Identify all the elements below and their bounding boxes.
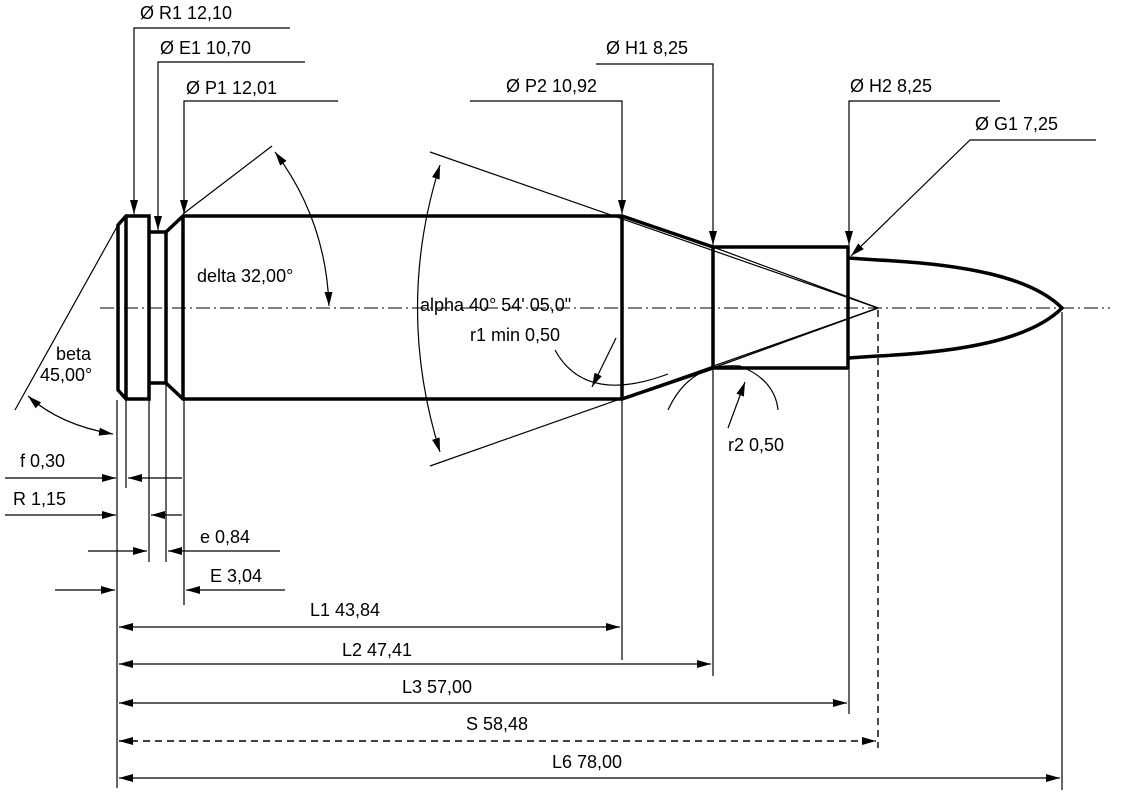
diameter-leaders (130, 27, 1096, 257)
label-l6: L6 78,00 (552, 752, 622, 772)
label-e-cap: E 3,04 (210, 566, 262, 586)
angle-lines (14, 145, 779, 453)
label-beta-value: 45,00° (40, 365, 92, 385)
length-dimensions (119, 623, 1060, 782)
label-alpha: alpha 40° 54' 05,0" (420, 295, 571, 315)
label-beta-name: beta (56, 344, 92, 364)
extractor-groove (149, 230, 168, 385)
case-body (164, 214, 850, 401)
label-g1: Ø G1 7,25 (975, 114, 1058, 134)
cone-lines (429, 151, 879, 467)
label-l3: L3 57,00 (402, 677, 472, 697)
label-f: f 0,30 (20, 451, 65, 471)
cartridge-outline (116, 214, 1065, 401)
label-h1: Ø H1 8,25 (606, 38, 688, 58)
label-s: S 58,48 (466, 714, 528, 734)
label-e: e 0,84 (200, 527, 250, 547)
label-r1: Ø R1 12,10 (140, 3, 232, 23)
label-p2: Ø P2 10,92 (506, 76, 597, 96)
label-delta: delta 32,00° (197, 266, 293, 286)
label-r1-min: r1 min 0,50 (470, 325, 560, 345)
label-r2: r2 0,50 (728, 435, 784, 455)
bullet (847, 256, 1065, 360)
label-p1: Ø P1 12,01 (186, 78, 277, 98)
small-dimensions (5, 474, 285, 594)
label-l2: L2 47,41 (342, 640, 412, 660)
label-h2: Ø H2 8,25 (850, 76, 932, 96)
label-e1: Ø E1 10,70 (160, 38, 251, 58)
extension-lines (116, 310, 1063, 790)
label-l1: L1 43,84 (310, 600, 380, 620)
label-r: R 1,15 (13, 489, 66, 509)
